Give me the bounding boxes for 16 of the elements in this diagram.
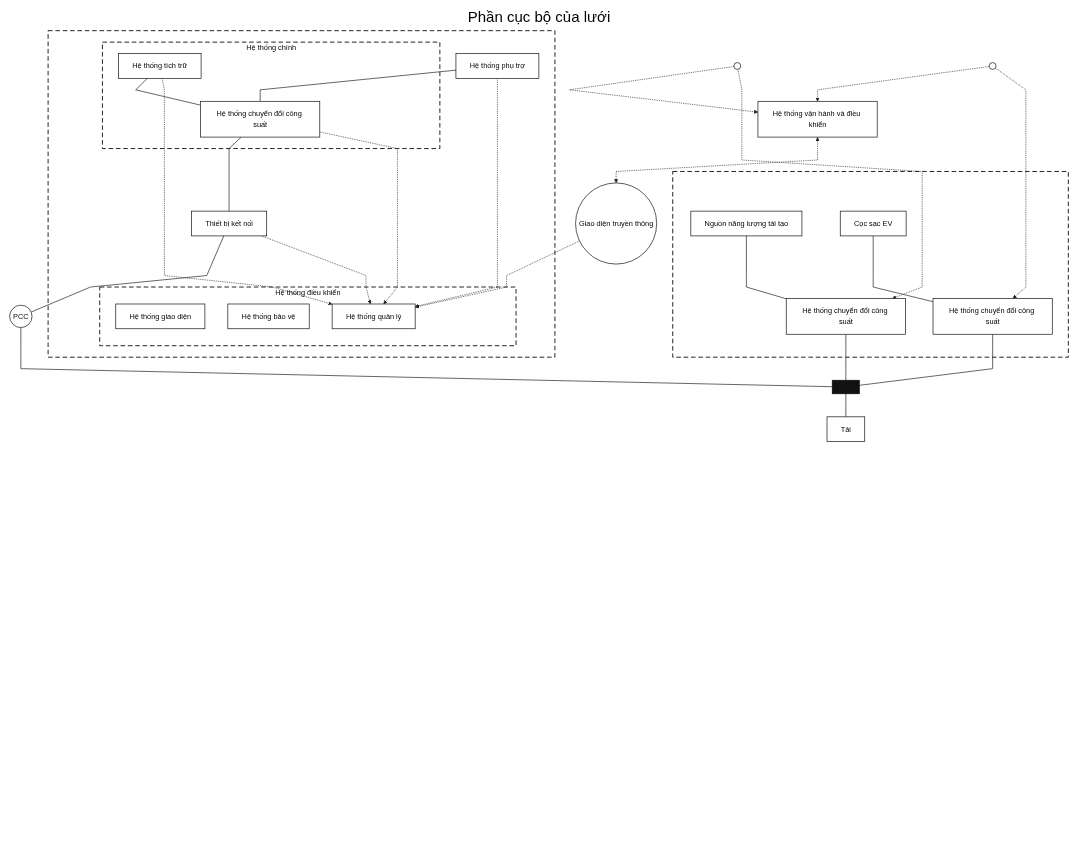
node-bar xyxy=(831,379,860,395)
connector xyxy=(859,333,993,386)
connector xyxy=(746,235,787,300)
cluster xyxy=(47,30,556,358)
connector xyxy=(228,136,242,212)
connector xyxy=(845,393,847,418)
node-circle xyxy=(988,62,997,70)
connector xyxy=(30,235,225,313)
node-circle xyxy=(733,62,742,70)
connector xyxy=(845,333,847,381)
connector xyxy=(20,327,833,388)
region-label: Phần cục bộ của lưới xyxy=(467,8,611,25)
connector xyxy=(259,69,457,102)
connector xyxy=(135,78,201,106)
connector xyxy=(872,235,934,303)
cluster xyxy=(672,171,1069,358)
